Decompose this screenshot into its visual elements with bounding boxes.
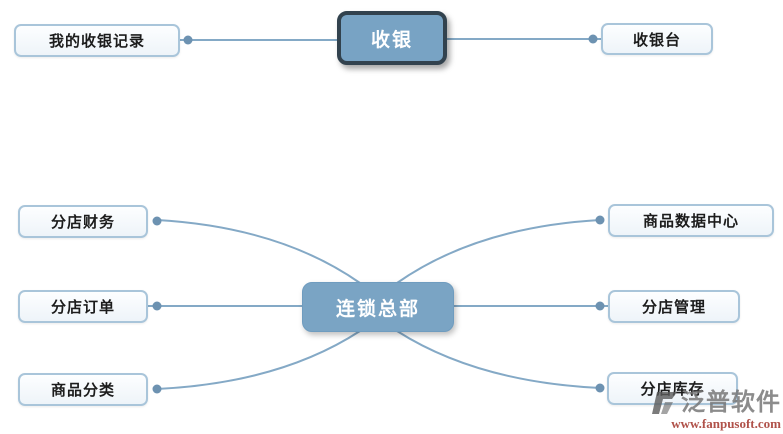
node-product-data-center[interactable]: 商品数据中心	[608, 204, 774, 237]
connector-dot	[183, 35, 193, 45]
connector-dot	[152, 384, 162, 394]
connector-dot	[595, 383, 605, 393]
connector-dot	[595, 301, 605, 311]
node-branch-orders[interactable]: 分店订单	[18, 290, 148, 323]
node-cashier-desk[interactable]: 收银台	[601, 23, 713, 55]
node-branch-management[interactable]: 分店管理	[608, 290, 740, 323]
node-branch-finance[interactable]: 分店财务	[18, 205, 148, 238]
connector-product-data-center	[396, 219, 601, 284]
node-branch-inventory[interactable]: 分店库存	[607, 372, 738, 405]
connector-dot	[595, 215, 605, 225]
connector-dot	[588, 34, 598, 44]
connector-dot	[152, 301, 162, 311]
connector-dot	[152, 216, 162, 226]
node-chain-hq-center[interactable]: 连锁总部	[302, 282, 454, 332]
connector-product-categories	[156, 330, 361, 390]
connector-branch-finance	[156, 219, 361, 284]
node-product-categories[interactable]: 商品分类	[18, 373, 148, 406]
node-cashier-center[interactable]: 收银	[337, 11, 447, 65]
connector-branch-inventory	[396, 330, 601, 389]
node-my-cashier-records[interactable]: 我的收银记录	[14, 24, 180, 57]
